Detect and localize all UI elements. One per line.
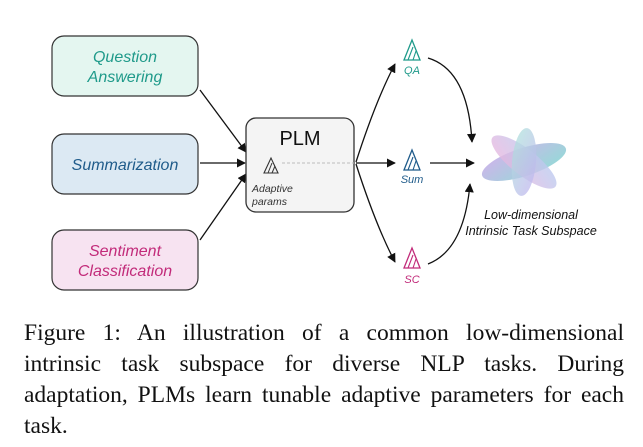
task-label-sum: Summarization <box>72 157 179 174</box>
plm-box: PLM Adaptive params <box>245 117 355 213</box>
adaptive-label-line2: params <box>251 196 288 208</box>
task-box-question-answering: Question Answering <box>51 35 199 97</box>
output-label-sc: SC <box>404 274 419 286</box>
adaptive-params-icon <box>263 156 279 174</box>
figure-caption: Figure 1: An illustration of a common lo… <box>24 320 624 439</box>
adaptive-label-line1: Adaptive <box>251 183 293 195</box>
subspace-label-line1: Low-dimensional <box>484 208 579 222</box>
sum-params-icon <box>403 148 421 171</box>
task-box-summarization: Summarization <box>51 133 199 195</box>
sc-params-icon <box>403 246 421 269</box>
qa-params-icon <box>403 38 421 61</box>
plm-title: PLM <box>279 128 320 150</box>
task-label-sc-line1: Sentiment <box>89 243 162 260</box>
task-label-sc-line2: Classification <box>78 263 172 280</box>
arrow-qa-to-subspace <box>427 57 477 143</box>
subspace-label-line2: Intrinsic Task Subspace <box>465 224 597 238</box>
task-label-qa-line1: Question <box>93 49 157 66</box>
arrow-sc-to-subspace <box>427 183 474 265</box>
diagram: Question Answering Summarization Sentime… <box>51 35 597 291</box>
output-label-sum: Sum <box>401 174 424 186</box>
arrow-plm-to-sc <box>355 163 396 263</box>
task-box-sentiment-classification: Sentiment Classification <box>51 229 199 291</box>
output-label-qa: QA <box>404 65 420 77</box>
intrinsic-subspace-icon <box>481 128 567 196</box>
arrow-plm-to-qa <box>355 63 396 163</box>
arrow-qa-to-plm <box>199 89 247 153</box>
task-label-qa-line2: Answering <box>87 69 163 86</box>
arrow-sc-to-plm <box>199 173 247 241</box>
